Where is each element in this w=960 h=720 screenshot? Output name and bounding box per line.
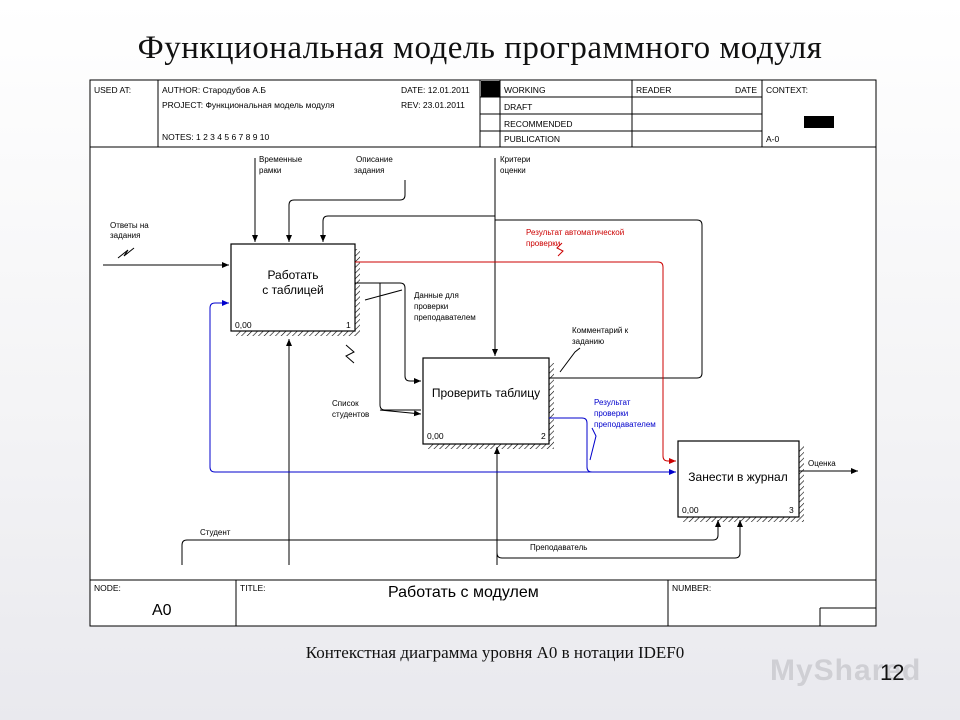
label-auto-1: Результат автоматической bbox=[526, 228, 624, 237]
tilde-kommentariy bbox=[559, 347, 581, 373]
label-kriterii-1: Критери bbox=[500, 155, 531, 164]
working-marker bbox=[481, 81, 500, 97]
reader-label: READER bbox=[636, 85, 671, 95]
box-2-number: 2 bbox=[541, 431, 546, 441]
arrow-rezultat-avtomaticheskoy bbox=[355, 261, 676, 464]
box-3-label: Занести в журнал bbox=[688, 470, 787, 484]
context-node: A-0 bbox=[766, 134, 780, 144]
date-text: DATE: 12.01.2011 bbox=[401, 85, 470, 95]
activity-box-1[interactable]: Работать с таблицей 0,00 1 bbox=[230, 243, 360, 336]
label-rez-prep-3: преподавателем bbox=[594, 420, 656, 429]
label-komment-2: заданию bbox=[572, 337, 604, 346]
label-opisanie-1: Описание bbox=[356, 155, 393, 164]
arrow-student bbox=[181, 520, 721, 565]
rev-text: REV: 23.01.2011 bbox=[401, 100, 465, 110]
activity-box-3[interactable]: Занести в журнал 0,00 3 bbox=[677, 440, 804, 522]
project-text: PROJECT: Функциональная модель модуля bbox=[162, 100, 335, 110]
box-2-cost: 0,00 bbox=[427, 431, 444, 441]
node-value: A0 bbox=[152, 602, 172, 619]
slide-caption: Контекстная диаграмма уровня А0 в нотаци… bbox=[305, 643, 685, 662]
arrow-kommentariy bbox=[495, 219, 703, 379]
activity-box-2[interactable]: Проверить таблицу 0,00 2 bbox=[422, 357, 554, 449]
box-1-label-line2: с таблицей bbox=[262, 283, 324, 297]
arrow-spisok-head bbox=[379, 409, 422, 417]
arrow-kriterii-to-box1 bbox=[320, 215, 495, 242]
number-label: NUMBER: bbox=[672, 583, 711, 593]
watermark-logo: MyShared bbox=[770, 654, 922, 687]
status-recommended: RECOMMENDED bbox=[504, 119, 572, 129]
squiggle-rezultat-prep bbox=[589, 427, 597, 461]
box-1-cost: 0,00 bbox=[235, 320, 252, 330]
label-opisanie-2: задания bbox=[354, 166, 384, 175]
label-student: Студент bbox=[200, 528, 231, 537]
title-label: TITLE: bbox=[240, 583, 266, 593]
slide-title: Функциональная модель программного модул… bbox=[137, 30, 823, 66]
label-vremennye-1: Временные bbox=[259, 155, 303, 164]
title-value: Работать с модулем bbox=[388, 584, 539, 601]
notes-text: NOTES: 1 2 3 4 5 6 7 8 9 10 bbox=[162, 132, 270, 142]
label-spisok-1: Список bbox=[332, 399, 359, 408]
label-ocenka: Оценка bbox=[808, 459, 836, 468]
label-dannye-3: преподавателем bbox=[414, 313, 476, 322]
diagram-frame bbox=[89, 79, 877, 627]
idef0-header bbox=[90, 80, 876, 148]
status-draft: DRAFT bbox=[504, 102, 532, 112]
context-label: CONTEXT: bbox=[766, 85, 808, 95]
label-dannye-2: проверки bbox=[414, 302, 448, 311]
author-text: AUTHOR: Стародубов А.Б bbox=[162, 85, 266, 95]
label-vremennye-2: рамки bbox=[259, 166, 281, 175]
node-label: NODE: bbox=[94, 583, 121, 593]
label-auto-2: проверки bbox=[526, 239, 560, 248]
used-at-label: USED AT: bbox=[94, 85, 131, 95]
reader-date-label: DATE bbox=[735, 85, 757, 95]
box-1-number: 1 bbox=[346, 320, 351, 330]
box-1-label-line1: Работать bbox=[267, 268, 318, 282]
squiggle-spisok bbox=[345, 344, 355, 364]
label-komment-1: Комментарий к bbox=[572, 326, 629, 335]
label-rez-prep-2: проверки bbox=[594, 409, 628, 418]
arrow-rezultat-feedback-box1 bbox=[209, 300, 620, 473]
label-otvety-1: Ответы на bbox=[110, 221, 149, 230]
arrow-opisanie-zadaniya bbox=[286, 180, 406, 242]
label-prepodavatel: Преподаватель bbox=[530, 543, 587, 552]
label-otvety-2: задания bbox=[110, 231, 140, 240]
status-working: WORKING bbox=[504, 85, 546, 95]
status-publication: PUBLICATION bbox=[504, 134, 560, 144]
tilde-dannye bbox=[364, 289, 403, 301]
label-spisok-2: студентов bbox=[332, 410, 369, 419]
squiggle-auto bbox=[556, 242, 564, 257]
box-2-label: Проверить таблицу bbox=[432, 386, 540, 400]
label-rez-prep-1: Результат bbox=[594, 398, 631, 407]
label-kriterii-2: оценки bbox=[500, 166, 526, 175]
idef0-footer bbox=[90, 579, 876, 626]
squiggle-otvety bbox=[117, 247, 135, 259]
box-3-number: 3 bbox=[789, 505, 794, 515]
arrow-dannye-dlya-proverki bbox=[355, 282, 421, 384]
label-dannye-1: Данные для bbox=[414, 291, 459, 300]
page-number: 12 bbox=[880, 660, 905, 685]
context-marker bbox=[804, 116, 834, 128]
box-3-cost: 0,00 bbox=[682, 505, 699, 515]
